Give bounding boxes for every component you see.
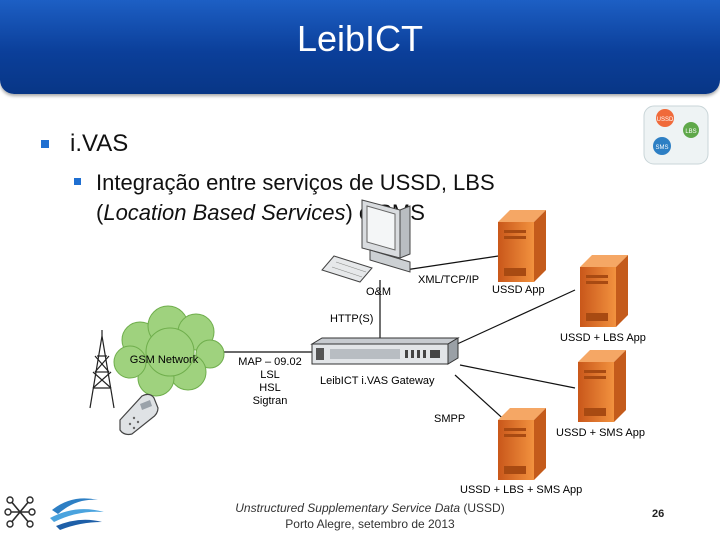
gsm-cloud-icon [113, 305, 225, 397]
leibict-swoosh-logo [50, 498, 104, 530]
footer-line-1: Unstructured Supplementary Service Data … [210, 500, 530, 516]
lsl-label: LSL [260, 369, 280, 381]
http-label: HTTP(S) [330, 313, 373, 325]
ussd-lbs-sms-app-label: USSD + LBS + SMS App [460, 484, 582, 496]
logo-badge-sms: SMS [655, 145, 668, 151]
map-label: MAP – 09.02 [238, 356, 301, 368]
ussd-lbs-sms-logo [643, 105, 709, 165]
hsl-label: HSL [259, 382, 280, 394]
server-ussd-app [498, 210, 546, 282]
computer-icon [321, 199, 411, 283]
logo-badge-ussd: USSD [657, 117, 674, 123]
server-ussd-sms-app [578, 350, 626, 422]
footer-ussd: (USSD) [460, 501, 505, 515]
footer-line-2: Porto Alegre, setembro de 2013 [285, 517, 455, 531]
footer: Unstructured Supplementary Service Data … [210, 500, 530, 532]
ussd-app-label: USSD App [492, 284, 545, 296]
bullet-marker [74, 178, 81, 185]
connection-lines [218, 254, 576, 426]
antenna-tower-icon [89, 330, 115, 409]
ussd-sms-app-label: USSD + SMS App [556, 427, 645, 439]
sigtran-label: Sigtran [253, 395, 288, 407]
logo-badge-lbs: LBS [685, 129, 696, 135]
mobile-phone-icon [119, 393, 159, 436]
bullet-line-1: Integração entre serviços de USSD, LBS [96, 170, 495, 195]
title-bar [0, 0, 720, 94]
gateway-rack-icon [310, 337, 460, 365]
server-ussd-lbs-sms-app [498, 408, 546, 480]
server-ussd-lbs-app [580, 255, 628, 327]
lbs-expansion: Location Based Services [103, 200, 346, 225]
gsm-network-label: GSM Network [130, 354, 199, 366]
bullet-level-1: i.VAS [41, 130, 129, 158]
ussd-lbs-app-label: USSD + LBS App [560, 332, 646, 344]
xml-tcp-ip-label: XML/TCP/IP [418, 274, 479, 286]
page-number: 26 [652, 508, 665, 520]
slide-title: LeibICT [296, 18, 424, 59]
network-node-logo [4, 496, 36, 528]
bullet-text: i.VAS [70, 130, 129, 157]
oam-label: O&M [366, 286, 391, 298]
bullet-marker [41, 140, 49, 148]
ussd-expansion: Unstructured Supplementary Service Data [235, 501, 461, 515]
paren-open: ( [96, 200, 104, 225]
smpp-label: SMPP [434, 413, 465, 425]
gateway-label: LeibICT i.VAS Gateway [320, 375, 435, 387]
